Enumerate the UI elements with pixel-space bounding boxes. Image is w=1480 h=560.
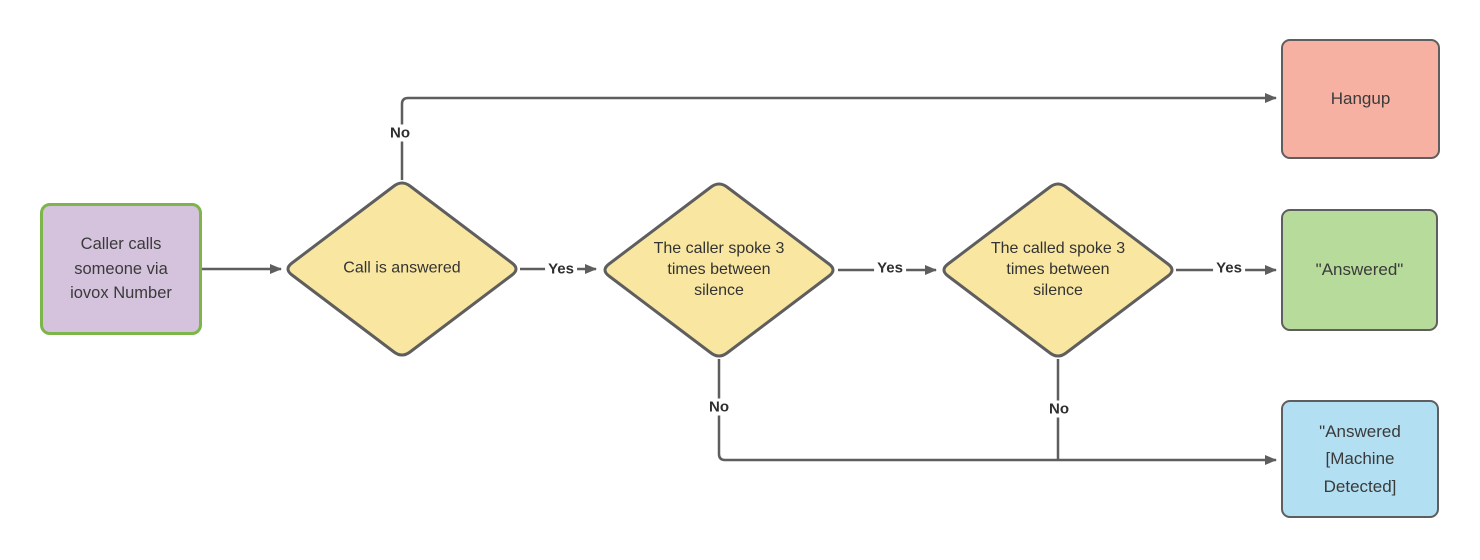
edge-decision2-no-to-machine (717, 359, 1277, 465)
node-answered: "Answered" (1281, 209, 1438, 331)
edge-label-decision3-no: No (1046, 400, 1072, 418)
node-answered-machine-detected-label: "Answered [Machine Detected] (1319, 422, 1401, 496)
node-answered-machine-detected: "Answered [Machine Detected] (1281, 400, 1439, 518)
node-start: Caller calls someone via iovox Number (40, 203, 202, 335)
node-start-label: Caller calls someone via iovox Number (70, 234, 172, 303)
edge-label-decision1-no: No (387, 124, 413, 142)
node-hangup: Hangup (1281, 39, 1440, 159)
edge-label-decision1-yes: Yes (545, 260, 577, 278)
decision1-diamond-shape (286, 181, 518, 357)
edge-label-decision2-no: No (706, 398, 732, 416)
edge-label-decision2-yes: Yes (874, 259, 906, 277)
edge-label-decision3-yes: Yes (1213, 259, 1245, 277)
node-hangup-label: Hangup (1330, 89, 1391, 109)
decision3-diamond-shape (942, 182, 1174, 358)
decision2-diamond-shape (603, 182, 835, 358)
edge-decision1-no-to-hangup (400, 93, 1277, 180)
node-answered-label: "Answered" (1315, 260, 1404, 280)
